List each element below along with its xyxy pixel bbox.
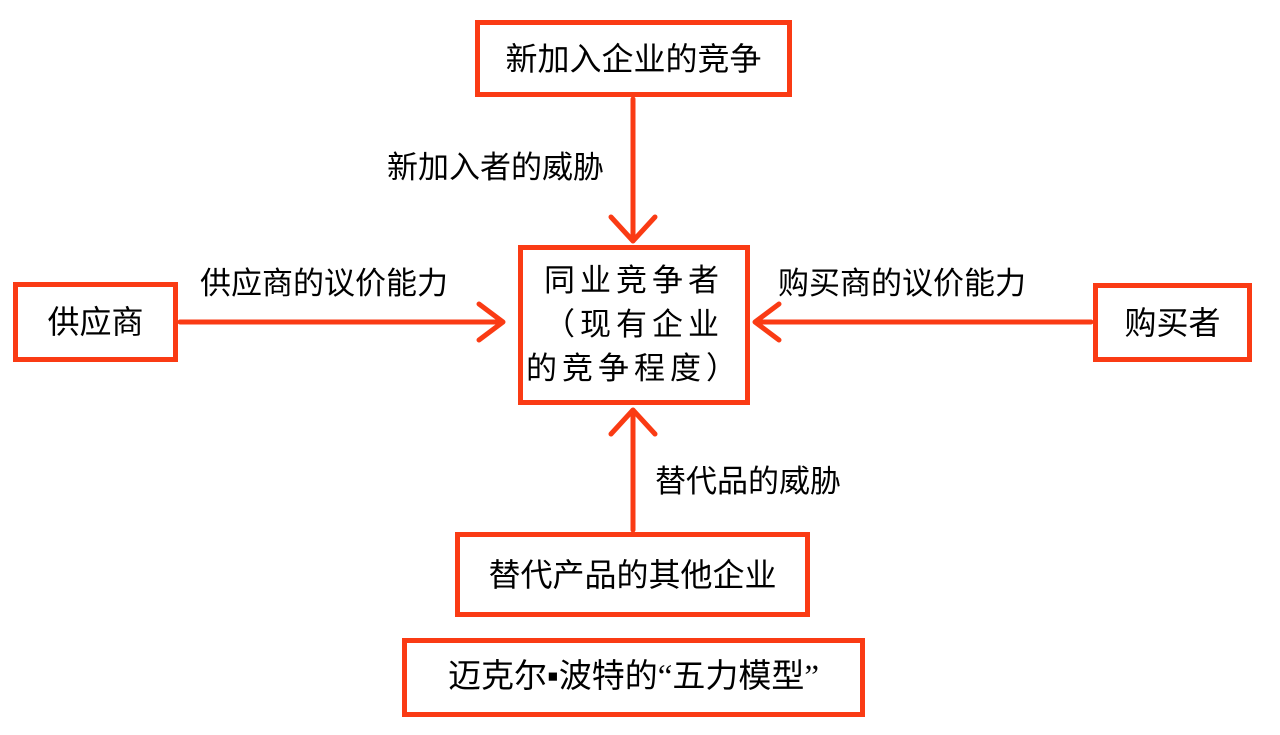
label-buyer-bargaining-power: 购买商的议价能力 — [778, 266, 1026, 301]
label-supplier-bargaining-power: 供应商的议价能力 — [200, 266, 448, 301]
node-buyers-label: 购买者 — [1124, 304, 1221, 341]
node-suppliers: 供应商 — [13, 282, 178, 362]
label-substitute-threat: 替代品的威胁 — [655, 464, 841, 499]
arrow-suppliers-head — [476, 301, 506, 343]
node-industry-rivals: 同业竞争者 （现有企业 的竞争程度） — [518, 245, 750, 405]
node-new-entrants: 新加入企业的竞争 — [475, 20, 792, 97]
node-suppliers-label: 供应商 — [47, 304, 144, 340]
node-new-entrants-label: 新加入企业的竞争 — [505, 40, 762, 77]
diagram-title-box: 迈克尔▪波特的“五力模型” — [402, 638, 865, 717]
arrow-substitutes-head — [608, 407, 658, 437]
label-new-entrant-threat: 新加入者的威胁 — [387, 150, 604, 185]
node-buyers: 购买者 — [1093, 283, 1252, 362]
node-substitutes: 替代产品的其他企业 — [455, 532, 810, 617]
diagram-title: 迈克尔▪波特的“五力模型” — [448, 658, 819, 695]
node-industry-rivals-label: 同业竞争者 （现有企业 的竞争程度） — [526, 263, 742, 386]
node-substitutes-label: 替代产品的其他企业 — [488, 556, 777, 593]
arrow-buyers-head — [752, 301, 782, 343]
arrow-new-entrants-head — [608, 214, 658, 244]
